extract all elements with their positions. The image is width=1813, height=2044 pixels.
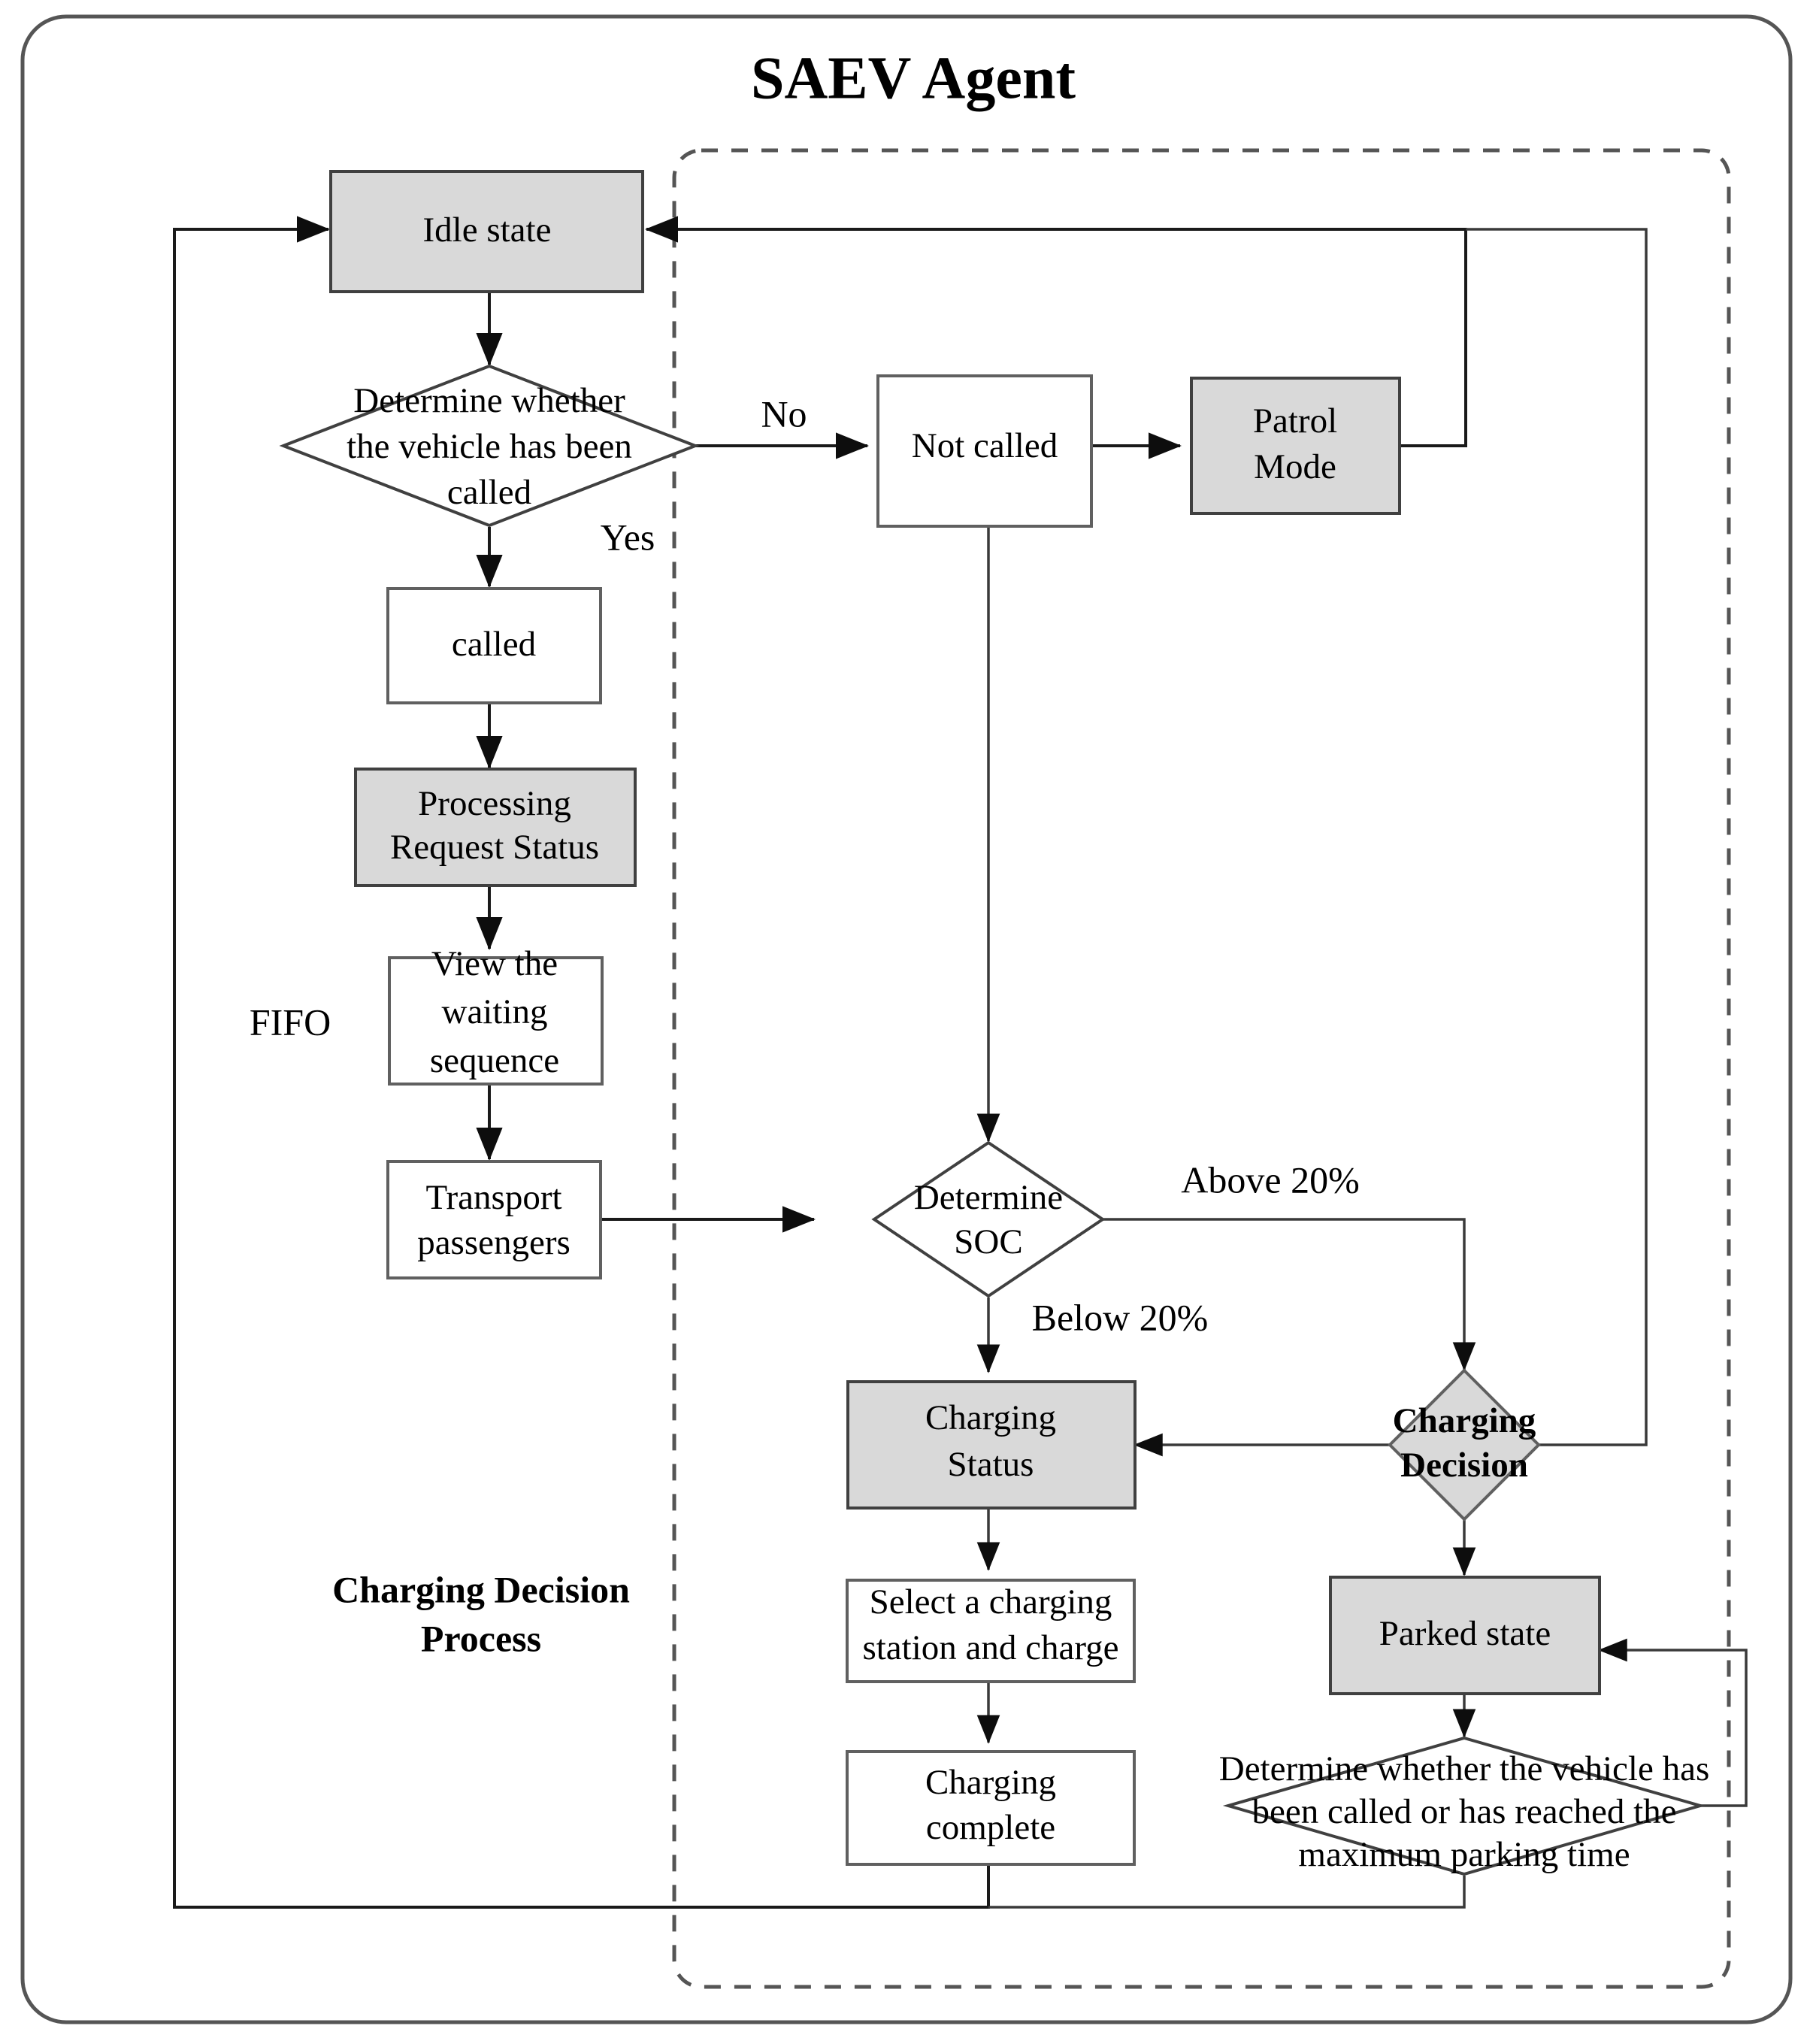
node-processing-request-status[interactable]: Processing Request Status xyxy=(354,768,637,887)
node-charging-status[interactable]: Charging Status xyxy=(846,1380,1137,1510)
group-label-charging-decision-process-line2: Process xyxy=(421,1617,541,1659)
node-determine-parking-line1: Determine whether the vehicle has xyxy=(1219,1749,1710,1788)
group-label-charging-decision-process-line1: Charging Decision xyxy=(332,1568,630,1610)
node-determine-called-line3: called xyxy=(447,473,531,512)
edge-patrol-mode-to-idle-state xyxy=(645,216,1467,447)
edge-label-above-20: Above 20% xyxy=(1181,1158,1359,1201)
node-view-waiting-sequence[interactable]: View the waiting sequence xyxy=(388,944,604,1086)
node-not-called[interactable]: Not called xyxy=(876,374,1093,528)
node-patrol-mode-line1: Patrol xyxy=(1253,401,1337,441)
node-charging-status-line2: Status xyxy=(948,1445,1034,1484)
node-parked-state-label: Parked state xyxy=(1379,1614,1551,1653)
edge-label-no: No xyxy=(761,392,807,435)
node-patrol-mode-line2: Mode xyxy=(1254,447,1336,486)
node-called-label: called xyxy=(452,625,536,664)
node-charging-complete[interactable]: Charging complete xyxy=(846,1750,1136,1866)
connector-layer xyxy=(173,216,1748,1909)
node-processing-request-line2: Request Status xyxy=(390,828,599,867)
edge-label-below-20: Below 20% xyxy=(1032,1296,1209,1338)
node-determine-soc[interactable]: Determine SOC xyxy=(871,1140,1106,1298)
node-not-called-label: Not called xyxy=(912,426,1058,465)
edge-charging-decision-to-idle-state xyxy=(1466,228,1648,1446)
edge-charging-complete-to-idle-state xyxy=(173,216,990,1909)
node-determine-soc-line1: Determine xyxy=(914,1178,1063,1217)
annotation-fifo: FIFO xyxy=(250,1001,331,1043)
node-transport-passengers[interactable]: Transport passengers xyxy=(386,1160,602,1279)
node-transport-line2: passengers xyxy=(417,1223,571,1262)
node-idle-state[interactable]: Idle state xyxy=(329,170,644,293)
node-select-charging-station[interactable]: Select a charging station and charge xyxy=(846,1579,1136,1683)
node-processing-request-line1: Processing xyxy=(418,784,571,823)
node-charging-decision[interactable]: Charging Decision xyxy=(1388,1368,1541,1522)
node-determine-soc-line2: SOC xyxy=(954,1222,1022,1261)
edge-determine-parking-to-parked-state xyxy=(1598,1638,1748,1807)
node-determine-parking[interactable]: Determine whether the vehicle has been c… xyxy=(1219,1736,1710,1876)
page-title: SAEV Agent xyxy=(751,45,1076,111)
node-view-waiting-line3: sequence xyxy=(430,1041,559,1080)
node-idle-state-label: Idle state xyxy=(423,210,552,250)
node-select-station-line1: Select a charging xyxy=(870,1582,1112,1622)
charging-decision-process-group-box xyxy=(672,148,1731,1989)
node-determine-parking-line3: maximum parking time xyxy=(1298,1835,1630,1874)
node-called[interactable]: called xyxy=(386,587,602,704)
edge-label-yes: Yes xyxy=(601,516,655,558)
node-transport-line1: Transport xyxy=(425,1178,561,1217)
node-determine-called[interactable]: Determine whether the vehicle has been c… xyxy=(279,364,700,528)
edge-determine-parking-to-idle-state xyxy=(988,1876,1466,1909)
outer-frame xyxy=(20,14,1793,2024)
node-charging-decision-line1: Charging xyxy=(1393,1401,1536,1440)
node-determine-called-line2: the vehicle has been xyxy=(347,427,632,466)
node-view-waiting-line2: waiting xyxy=(442,992,548,1031)
node-view-waiting-line1: View the xyxy=(431,944,558,983)
node-patrol-mode[interactable]: Patrol Mode xyxy=(1190,377,1401,515)
node-parked-state[interactable]: Parked state xyxy=(1329,1576,1601,1695)
node-charging-decision-line2: Decision xyxy=(1400,1446,1528,1485)
node-charging-complete-line1: Charging xyxy=(925,1763,1056,1802)
node-select-station-line2: station and charge xyxy=(862,1628,1118,1667)
node-determine-parking-line2: been called or has reached the xyxy=(1252,1792,1677,1831)
node-charging-complete-line2: complete xyxy=(926,1808,1055,1847)
node-determine-called-line1: Determine whether xyxy=(353,381,625,420)
node-charging-status-line1: Charging xyxy=(925,1398,1056,1437)
edge-determine-soc-to-charging-decision xyxy=(1101,1218,1476,1371)
